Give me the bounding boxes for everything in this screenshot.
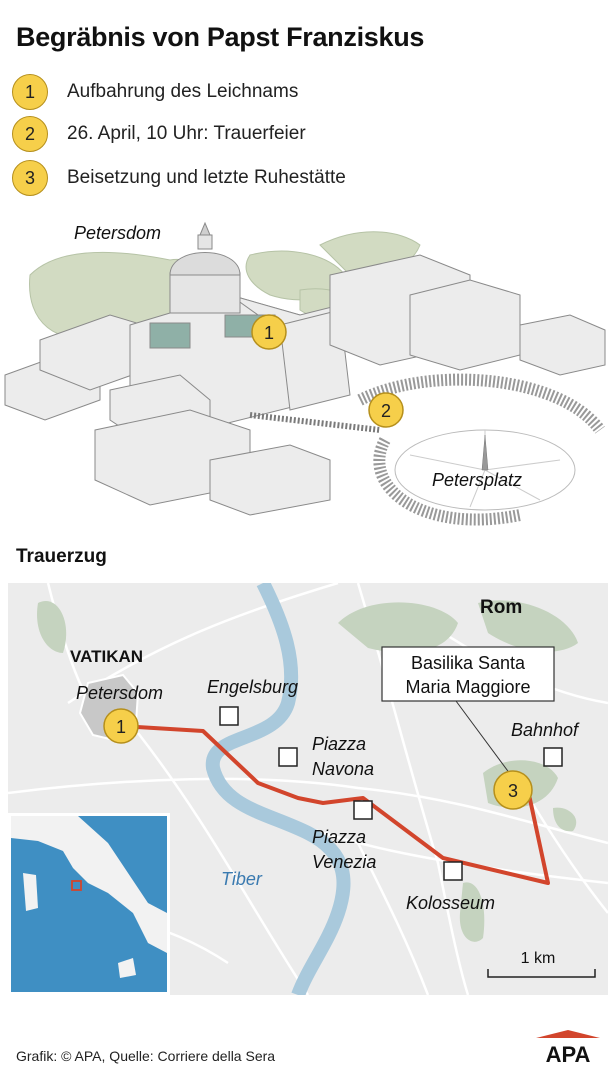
map-marker-3: 3 xyxy=(493,770,533,810)
piazza-navona-label-2: Navona xyxy=(312,759,374,779)
page-title: Begräbnis von Papst Franziskus xyxy=(16,22,425,52)
legend-item-2: 2 26. April, 10 Uhr: Trauerfeier xyxy=(12,114,306,154)
colonnade xyxy=(249,373,605,526)
map-marker-1: 1 xyxy=(103,708,139,744)
kolosseum-square xyxy=(443,861,463,881)
apa-logo: APA xyxy=(536,1030,600,1066)
scale-label: 1 km xyxy=(521,950,556,967)
callout-line-1: Basilika Santa xyxy=(411,653,526,673)
piazza-venezia-label-1: Piazza xyxy=(312,827,366,847)
dome xyxy=(149,221,276,349)
tiber-label: Tiber xyxy=(221,869,263,889)
marker-3-badge: 3 xyxy=(12,160,48,196)
inset-rome-marker xyxy=(71,880,82,891)
petersdom-label: Petersdom xyxy=(74,223,161,243)
legend-item-1: 1 Aufbahrung des Leichnams xyxy=(12,72,298,112)
illustration-marker-1-label: 1 xyxy=(264,323,274,343)
engelsburg-square xyxy=(219,706,239,726)
route-line xyxy=(120,724,550,885)
tiber-river xyxy=(205,583,351,995)
legend-text-2: 26. April, 10 Uhr: Trauerfeier xyxy=(67,123,306,144)
petersplatz-label: Petersplatz xyxy=(432,470,522,490)
piazza-venezia-square xyxy=(353,800,373,820)
source-credit: Grafik: © APA, Quelle: Corriere della Se… xyxy=(16,1048,276,1064)
callout-line-2: Maria Maggiore xyxy=(405,677,530,697)
scale-bar: 1 km xyxy=(487,950,596,978)
landmark-squares xyxy=(219,706,563,881)
map-marker-3-label: 3 xyxy=(508,781,518,801)
city-label-rom: Rom xyxy=(480,597,522,618)
legend-text-1: Aufbahrung des Leichnams xyxy=(67,81,299,102)
bahnhof-label: Bahnhof xyxy=(511,720,580,740)
marker-2-badge: 2 xyxy=(12,116,48,152)
illustration-marker-1: 1 xyxy=(251,314,287,350)
bahnhof-square xyxy=(543,747,563,767)
piazza-venezia-label-2: Venezia xyxy=(312,852,376,872)
section-title-trauerzug: Trauerzug xyxy=(16,546,107,567)
legend-item-3: 3 Beisetzung und letzte Ruhestätte xyxy=(12,158,346,198)
vatican-illustration: Petersdom Petersplatz 1 2 xyxy=(4,221,606,526)
illustration-marker-2: 2 xyxy=(368,392,404,428)
italy-inset-map xyxy=(8,813,170,995)
marker-1-badge: 1 xyxy=(12,74,48,110)
basilika-callout: Basilika Santa Maria Maggiore xyxy=(381,646,555,779)
piazza-navona-label-1: Piazza xyxy=(312,734,366,754)
map-petersdom-label: Petersdom xyxy=(76,683,163,703)
legend-text-3: Beisetzung und letzte Ruhestätte xyxy=(67,167,346,188)
engelsburg-label: Engelsburg xyxy=(207,677,298,697)
illustration-marker-2-label: 2 xyxy=(381,401,391,421)
route-map: Rom VATIKAN Petersdom Engelsburg Piazza … xyxy=(8,583,608,995)
apa-logo-text: APA xyxy=(546,1042,591,1066)
piazza-navona-square xyxy=(278,747,298,767)
kolosseum-label: Kolosseum xyxy=(406,893,495,913)
map-marker-1-label: 1 xyxy=(116,717,126,737)
vatikan-label: VATIKAN xyxy=(70,647,143,666)
